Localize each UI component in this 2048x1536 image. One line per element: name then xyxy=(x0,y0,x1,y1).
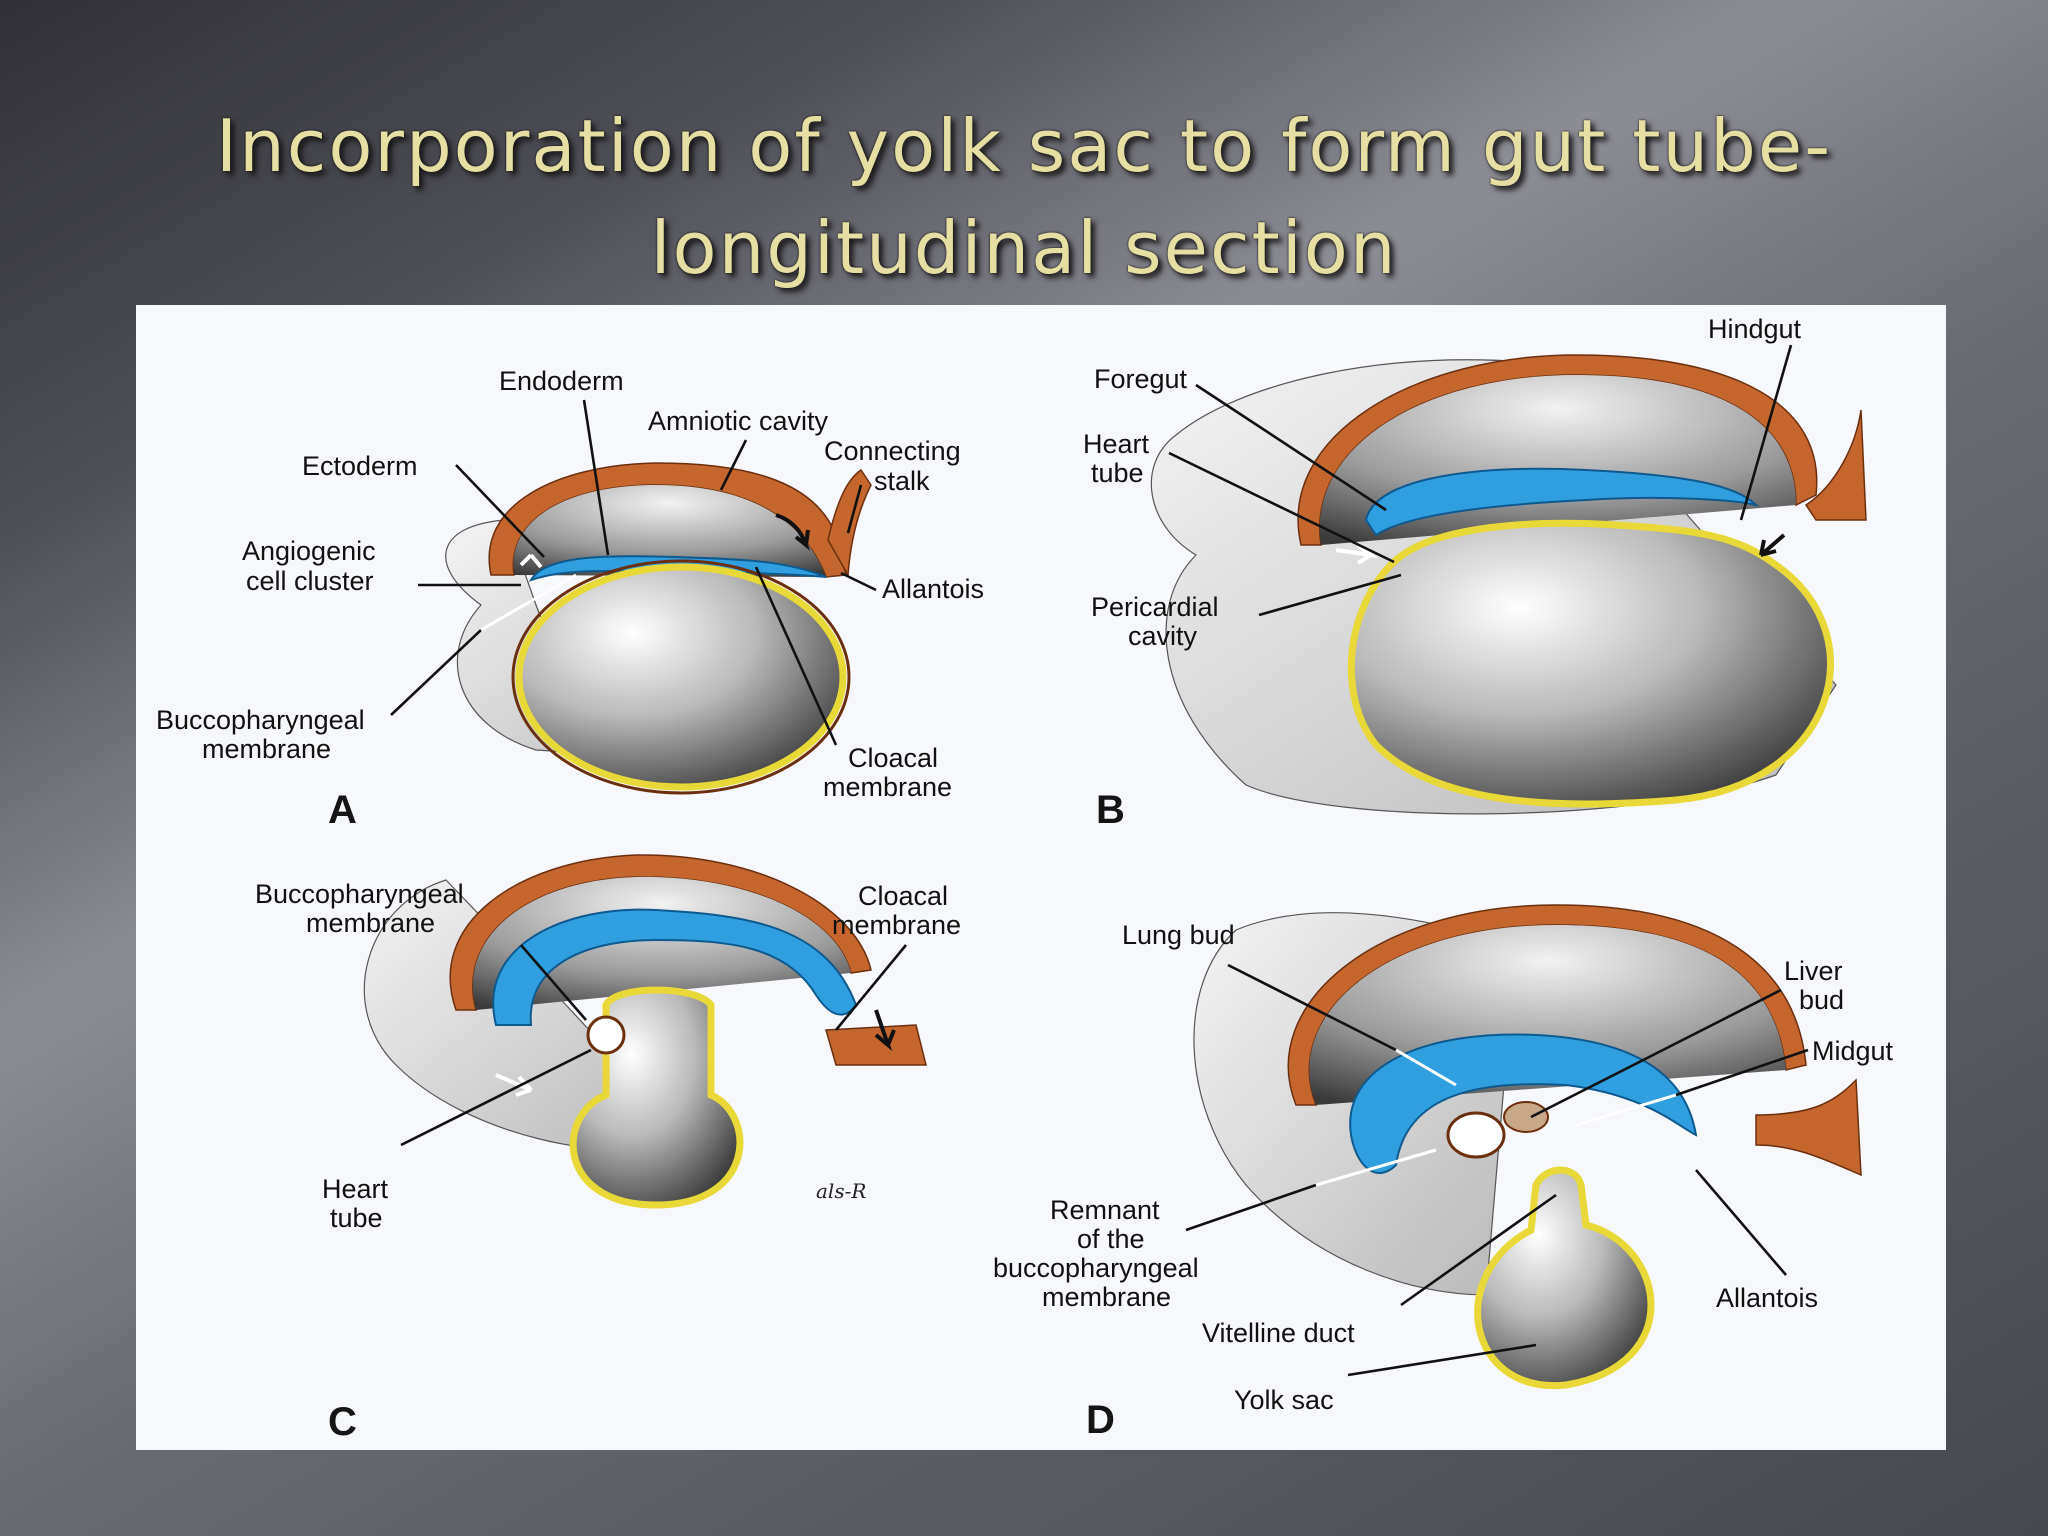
label-a-connecting-stalk-1: Connecting xyxy=(824,436,961,466)
label-d-vitelline-duct: Vitelline duct xyxy=(1202,1318,1355,1348)
panel-b-white-arrow xyxy=(1335,543,1379,565)
leader-d-remnant xyxy=(1185,1183,1317,1232)
panel-d-endoderm-gut xyxy=(1349,1033,1698,1175)
leader-d-lung-bud xyxy=(1227,963,1397,1052)
panel-b-endoderm-layer xyxy=(1364,467,1760,537)
panel-c-black-arrow xyxy=(874,1009,896,1052)
label-c-heart-tube-2: tube xyxy=(330,1203,383,1233)
label-a-bucco-2: membrane xyxy=(202,734,331,764)
panel-c-endoderm-layer xyxy=(492,908,858,1026)
panel-c-connecting-stalk xyxy=(825,1024,927,1066)
leader-d-liver-bud xyxy=(1530,988,1782,1119)
panel-a-white-arrow xyxy=(519,553,543,569)
label-b-foregut: Foregut xyxy=(1094,364,1188,394)
label-a-cloacal-2: membrane xyxy=(823,772,952,802)
label-a-ectoderm: Ectoderm xyxy=(302,451,418,481)
panel-a-black-arrow xyxy=(775,513,811,551)
label-d-remnant-1: Remnant xyxy=(1050,1195,1160,1225)
label-a-amniotic-cavity: Amniotic cavity xyxy=(648,406,829,436)
leader-d-lung-bud-white xyxy=(1395,1048,1457,1087)
slide-title-line-2: longitudinal section xyxy=(650,206,1398,290)
label-c-signature: als-R xyxy=(816,1179,866,1203)
leader-d-remnant-white xyxy=(1315,1148,1437,1187)
label-d-lung-bud: Lung bud xyxy=(1122,920,1235,950)
panel-b-connecting-stalk xyxy=(1804,409,1867,521)
panel-d-heart-shape xyxy=(1446,1111,1506,1159)
panel-d-connecting-stalk xyxy=(1755,1078,1862,1177)
label-b-pericardial-1: Pericardial xyxy=(1091,592,1219,622)
leader-c-heart-tube xyxy=(400,1048,592,1147)
label-d-allantois: Allantois xyxy=(1716,1283,1818,1313)
label-c-bucco-2: membrane xyxy=(306,908,435,938)
panel-a-amniotic-cavity xyxy=(513,485,826,577)
panel-c-white-arrow xyxy=(495,1073,533,1097)
leader-d-yolk-sac xyxy=(1347,1343,1537,1377)
leader-c-bucco xyxy=(520,944,587,1021)
panel-c-amniotic-cavity xyxy=(472,876,851,1010)
leader-a-bucco xyxy=(390,629,482,716)
label-d-remnant-2: of the xyxy=(1077,1224,1145,1254)
label-c-cloacal-1: Cloacal xyxy=(858,881,948,911)
leader-d-allantois xyxy=(1695,1169,1787,1276)
embryo-diagram-svg: Endoderm Amniotic cavity Ectoderm Connec… xyxy=(156,314,1894,1444)
leader-lines xyxy=(390,344,1809,1377)
leader-b-foregut xyxy=(1195,383,1387,512)
slide-title: Incorporation of yolk sac to form gut tu… xyxy=(0,95,2048,299)
leader-d-vitelline xyxy=(1400,1193,1557,1307)
label-d-midgut: Midgut xyxy=(1812,1036,1894,1066)
leader-b-heart-tube xyxy=(1168,451,1395,564)
label-a-bucco-1: Buccopharyngeal xyxy=(156,705,365,735)
label-d-yolk-sac: Yolk sac xyxy=(1234,1385,1334,1415)
panel-b-black-arrow xyxy=(1759,533,1786,557)
panel-letter-c: C xyxy=(328,1400,357,1444)
leader-a-allantois xyxy=(840,571,877,592)
leader-d-midgut-white xyxy=(1575,1093,1677,1127)
leader-a-endoderm xyxy=(582,399,610,556)
label-b-heart-tube-1: Heart xyxy=(1083,429,1150,459)
panel-c-heart-tube-shape xyxy=(586,1015,626,1055)
leader-a-amniotic-cavity xyxy=(719,439,748,491)
label-c-heart-tube-1: Heart xyxy=(322,1174,389,1204)
panel-letter-b: B xyxy=(1096,788,1125,832)
label-b-pericardial-2: cavity xyxy=(1128,621,1198,651)
leader-b-hindgut xyxy=(1739,344,1793,521)
label-c-bucco-1: Buccopharyngeal xyxy=(255,879,464,909)
leader-a-cloacal xyxy=(754,566,838,746)
panel-b-yolk-sac xyxy=(1347,519,1834,808)
label-b-heart-tube-2: tube xyxy=(1091,458,1144,488)
panel-a-yolk-sac-rim xyxy=(511,559,851,795)
label-b-hindgut: Hindgut xyxy=(1708,314,1802,344)
slide-title-line-1: Incorporation of yolk sac to form gut tu… xyxy=(215,104,1833,188)
label-d-remnant-4: membrane xyxy=(1042,1282,1171,1312)
leader-a-ectoderm xyxy=(455,464,545,558)
label-a-angiogenic-2: cell cluster xyxy=(246,566,374,596)
panel-c xyxy=(363,854,927,1209)
panel-d xyxy=(1193,904,1862,1389)
label-a-angiogenic-1: Angiogenic xyxy=(242,536,376,566)
panel-letter-a: A xyxy=(328,788,357,832)
leader-a-connecting-stalk xyxy=(846,484,863,534)
embryo-figure: Endoderm Amniotic cavity Ectoderm Connec… xyxy=(136,305,1946,1450)
label-a-allantois: Allantois xyxy=(882,574,984,604)
leader-a-bucco-white xyxy=(480,573,577,632)
label-d-liver-bud-1: Liver xyxy=(1784,956,1843,986)
label-a-cloacal-1: Cloacal xyxy=(848,743,938,773)
label-d-remnant-3: buccopharyngeal xyxy=(993,1253,1199,1283)
leader-b-pericardial xyxy=(1258,573,1402,617)
label-a-connecting-stalk-2: stalk xyxy=(874,466,930,496)
label-d-liver-bud-2: bud xyxy=(1799,985,1844,1015)
leader-d-midgut xyxy=(1675,1048,1809,1097)
label-a-endoderm: Endoderm xyxy=(499,366,624,396)
leader-c-cloacal xyxy=(834,944,908,1031)
panel-d-yolk-sac xyxy=(1474,1166,1655,1389)
panel-a-yolk-sac xyxy=(515,563,847,791)
panel-b xyxy=(1150,354,1867,815)
panel-d-liver-bud-shape xyxy=(1503,1101,1549,1133)
panel-a xyxy=(445,462,872,795)
label-c-cloacal-2: membrane xyxy=(832,910,961,940)
panel-letter-d: D xyxy=(1086,1398,1115,1442)
